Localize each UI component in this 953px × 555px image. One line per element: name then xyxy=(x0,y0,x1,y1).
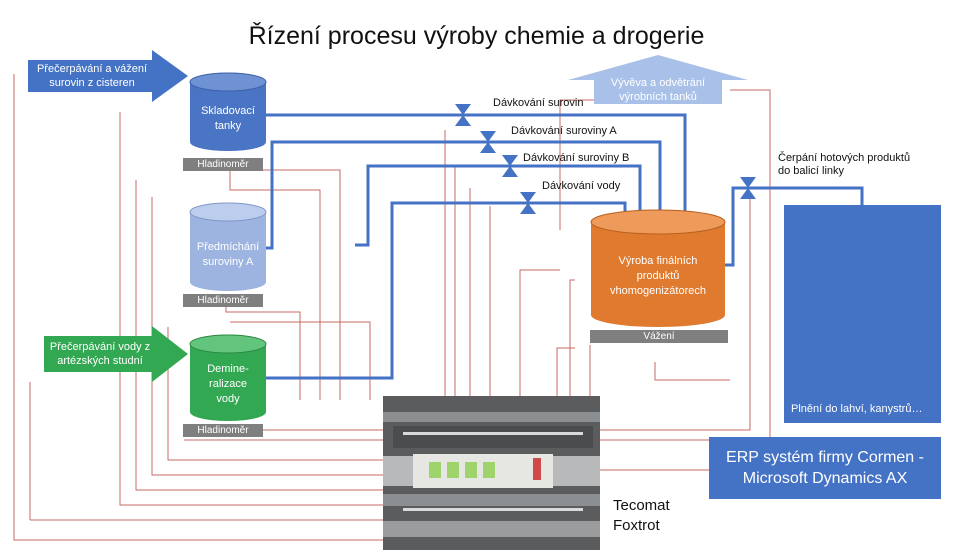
valve-label-a: Dávkování suroviny A xyxy=(511,125,617,137)
controller-photo xyxy=(383,396,600,550)
valve-icon xyxy=(480,131,496,153)
premix-tank-shape xyxy=(189,202,267,291)
valve-label-b: Dávkování suroviny B xyxy=(523,152,630,164)
production-tank-shape xyxy=(590,209,726,327)
water-arrow-label: Přečerpávání vody z artézských studní xyxy=(49,341,151,367)
erp-box: ERP systém firmy Cormen - Microsoft Dyna… xyxy=(709,437,941,499)
controller-label: Tecomat Foxtrot xyxy=(613,497,670,534)
vent-arrow-shape xyxy=(568,55,748,104)
premix-tank-label: Předmíchání suroviny A xyxy=(196,241,260,268)
valve-label-water: Dávkování vody xyxy=(542,180,621,192)
valve-icon xyxy=(455,104,471,126)
storage-tank-label: Skladovací tanky xyxy=(201,105,255,132)
valve-label-raw: Dávkování surovin xyxy=(493,97,584,109)
process-pipes xyxy=(266,113,864,380)
valve-icon xyxy=(502,155,518,177)
valve-icon xyxy=(520,192,536,214)
cistern-arrow-label: Přečerpávání a vážení surovin z cisteren xyxy=(36,63,148,89)
demin-tank-label: Demine-ralizace vody xyxy=(207,363,249,405)
cistern-arrow-shape xyxy=(28,50,188,102)
valve-icon xyxy=(740,177,756,199)
level-gauge-premix: Hladinoměr xyxy=(183,294,263,307)
diagram-title: Řízení procesu výroby chemie a drogerie xyxy=(248,22,705,50)
production-tank-label: Výroba finálních produktů vhomogenizátor… xyxy=(609,255,706,297)
packaging-panel xyxy=(784,205,941,423)
vent-arrow-label: Vývěva a odvětrání výrobních tanků xyxy=(610,77,706,103)
packaging-caption: Plnění do lahví, kanystrů… xyxy=(791,403,923,415)
demin-tank-shape xyxy=(189,334,267,421)
valve-label-pump: Čerpání hotových produktů do balicí link… xyxy=(778,152,911,177)
water-arrow-shape xyxy=(44,326,188,382)
weighing-gauge: Vážení xyxy=(590,330,728,343)
level-gauge-storage: Hladinoměr xyxy=(183,158,263,171)
valve-symbols xyxy=(455,104,756,214)
level-gauge-demin: Hladinoměr xyxy=(183,424,263,437)
storage-tank-shape xyxy=(189,72,267,151)
